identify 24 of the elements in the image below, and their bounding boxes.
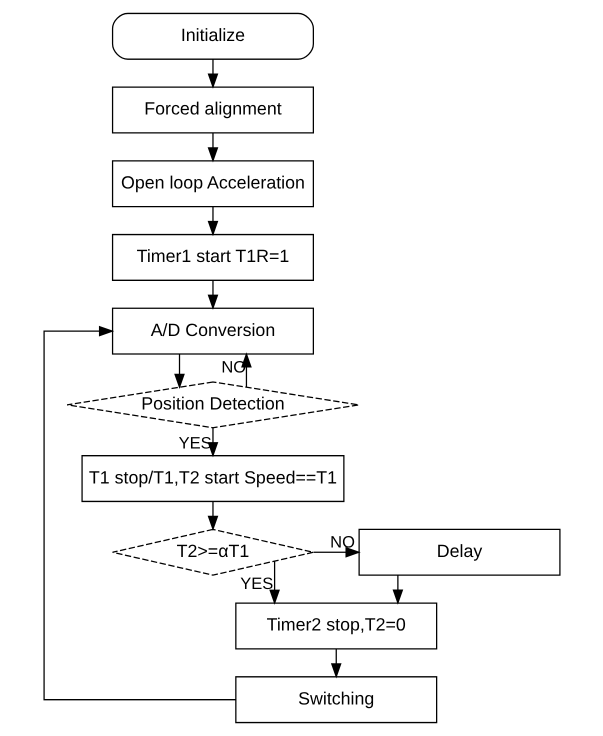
arrow	[207, 206, 218, 236]
arrow	[174, 354, 184, 390]
arrow	[392, 575, 403, 605]
node-box: Delay	[358, 528, 560, 576]
node-box: Timer2 stop,T2=0	[234, 602, 437, 650]
edge-label: NO	[330, 532, 354, 552]
node-diamond: T2>=αT1	[111, 528, 314, 576]
node-box: T1 stop/T1,T2 start Speed==T1	[80, 455, 344, 502]
node-box: Open loop Acceleration	[111, 160, 314, 208]
node-box: Switching	[234, 676, 437, 724]
node-box: Initialize	[111, 12, 314, 60]
node-box: Timer1 start T1R=1	[111, 234, 314, 281]
arrow	[330, 648, 342, 678]
arrow	[42, 326, 236, 700]
edge-label: YES	[240, 574, 273, 593]
arrow	[207, 280, 218, 310]
node-box: A/D Conversion	[111, 308, 314, 355]
arrow	[207, 132, 218, 162]
node-diamond: Position Detection	[66, 381, 359, 428]
arrow	[313, 546, 360, 558]
arrow	[268, 561, 280, 605]
arrow	[207, 501, 218, 532]
arrow	[207, 59, 218, 89]
node-box: Forced alignment	[111, 86, 314, 134]
